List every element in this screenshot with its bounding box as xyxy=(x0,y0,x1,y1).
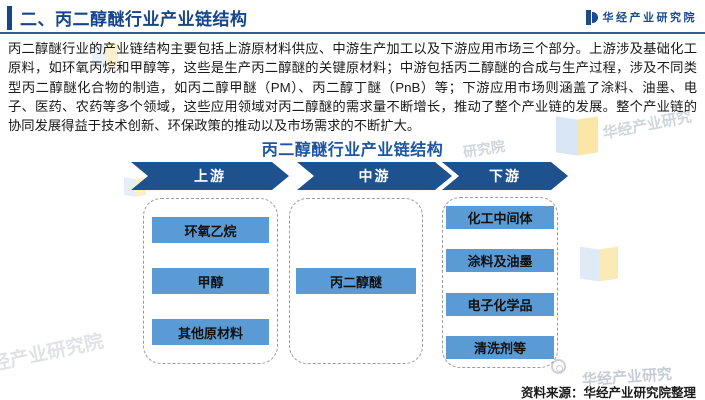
data-source-note: 资料来源：华经产业研究院整理 xyxy=(520,386,696,400)
stage-arrow-downstream: 下游 xyxy=(442,162,568,190)
diagram-item: 电子化学品 xyxy=(446,292,554,316)
downstream-container: 化工中间体 涂料及油墨 电子化学品 清洗剂等 xyxy=(442,197,558,368)
diagram-item: 环氧乙烷 xyxy=(152,217,269,243)
stage-arrow-midstream: 中游 xyxy=(297,162,452,190)
upstream-container: 环氧乙烷 甲醇 其他原材料 xyxy=(143,198,278,364)
stage-arrow-upstream: 上游 xyxy=(131,162,289,190)
title-accent-bar xyxy=(7,6,12,30)
body-paragraph: 丙二醇醚行业的产业链结构主要包括上游原材料供应、中游生产加工以及下游应用市场三个… xyxy=(8,41,697,134)
company-logo: 华经产业研究院 xyxy=(585,9,698,25)
diagram-item: 丙二醇醚 xyxy=(296,268,416,294)
diagram-item: 化工中间体 xyxy=(446,206,554,229)
header-divider xyxy=(0,32,705,34)
company-logo-icon xyxy=(585,9,598,25)
stage-label: 中游 xyxy=(358,168,391,184)
diagram-item: 清洗剂等 xyxy=(446,335,554,359)
diagram-title: 丙二醇醚行业产业链结构 xyxy=(261,142,444,159)
company-logo-text: 华经产业研究院 xyxy=(602,12,697,24)
page-title: 二、丙二醇醚行业产业链结构 xyxy=(20,10,248,29)
diagram-item: 涂料及油墨 xyxy=(446,249,554,273)
stage-label: 上游 xyxy=(194,168,226,184)
stage-label: 下游 xyxy=(489,168,521,184)
diagram-item: 其他原材料 xyxy=(152,319,269,345)
midstream-container: 丙二醇醚 xyxy=(289,198,423,364)
diagram-item: 甲醇 xyxy=(152,268,269,294)
